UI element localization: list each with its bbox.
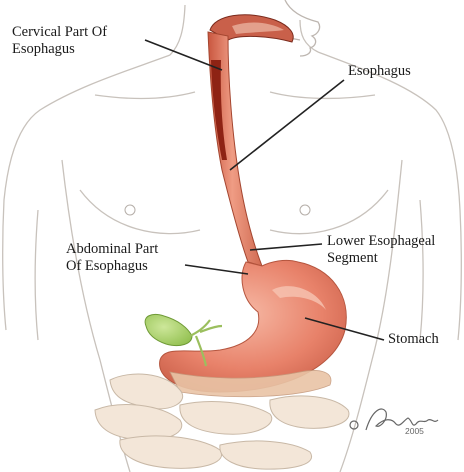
label-cervical-line1: Cervical Part Of bbox=[12, 24, 107, 41]
label-esophagus: Esophagus bbox=[348, 63, 411, 80]
label-stomach-text: Stomach bbox=[388, 331, 439, 348]
label-lower-segment: Lower Esophageal Segment bbox=[327, 233, 435, 267]
label-abdominal-line2: Of Esophagus bbox=[66, 258, 158, 275]
label-abdominal-line1: Abdominal Part bbox=[66, 241, 158, 258]
signature-year: 2005 bbox=[405, 426, 424, 436]
leader-esophagus bbox=[230, 80, 344, 170]
artist-signature bbox=[350, 409, 438, 430]
label-abdominal-part: Abdominal Part Of Esophagus bbox=[66, 241, 158, 275]
label-esophagus-text: Esophagus bbox=[348, 63, 411, 80]
leader-lower bbox=[250, 244, 322, 250]
label-lower-line2: Segment bbox=[327, 250, 435, 267]
gallbladder bbox=[145, 314, 192, 345]
label-cervical-part: Cervical Part Of Esophagus bbox=[12, 24, 107, 58]
nipples bbox=[125, 205, 310, 215]
label-lower-line1: Lower Esophageal bbox=[327, 233, 435, 250]
label-cervical-line2: Esophagus bbox=[12, 41, 107, 58]
leader-abdominal bbox=[185, 265, 248, 274]
label-stomach: Stomach bbox=[388, 331, 439, 348]
